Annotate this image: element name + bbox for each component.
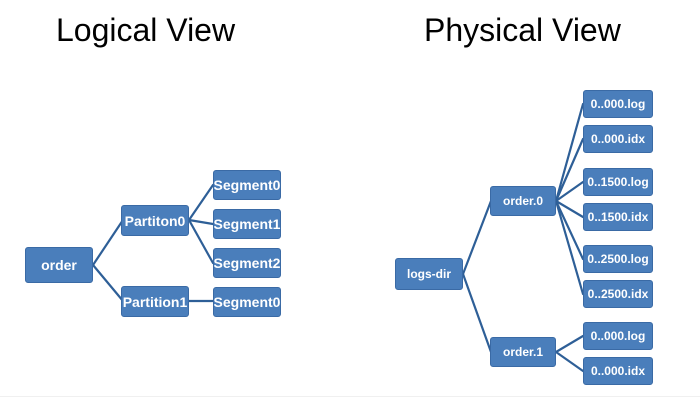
node-file-0-000-idx-b-label: 0..000.idx (590, 364, 646, 378)
node-file-0-000-idx-a[interactable]: 0..000.idx (583, 125, 653, 153)
node-file-0-1500-log-label: 0..1500.log (587, 175, 649, 189)
node-order-0[interactable]: order.0 (490, 186, 556, 216)
node-segment1[interactable]: Segment1 (213, 209, 281, 239)
edge-order0-file-5 (554, 199, 585, 296)
edge-logsdir-order0 (461, 199, 493, 276)
node-segment0-b[interactable]: Segment0 (213, 287, 281, 317)
node-file-0-000-idx-b[interactable]: 0..000.idx (583, 357, 653, 385)
node-file-0-2500-idx-label: 0..2500.idx (587, 287, 649, 301)
edge-order-partiton0 (91, 218, 125, 267)
bottom-divider (0, 396, 700, 397)
node-file-0-2500-log-label: 0..2500.log (587, 252, 649, 266)
edge-order0-file-4 (554, 199, 585, 261)
edge-order0-file-1 (554, 137, 585, 203)
edge-partiton0-segment0 (187, 183, 215, 222)
node-segment2-label: Segment2 (213, 255, 281, 271)
edge-partiton0-segment1 (187, 218, 215, 226)
node-file-0-1500-idx-label: 0..1500.idx (587, 210, 649, 224)
node-file-0-1500-log[interactable]: 0..1500.log (583, 168, 653, 196)
node-file-0-2500-log[interactable]: 0..2500.log (583, 245, 653, 273)
node-order-label: order (41, 257, 77, 273)
node-segment2[interactable]: Segment2 (213, 248, 281, 278)
node-logs-dir-label: logs-dir (407, 267, 451, 281)
node-segment1-label: Segment1 (213, 216, 281, 232)
node-partition1[interactable]: Partition1 (121, 286, 189, 317)
node-order-0-label: order.0 (502, 194, 544, 208)
node-order[interactable]: order (25, 247, 93, 283)
node-partiton0[interactable]: Partiton0 (121, 205, 189, 236)
edge-logsdir-order1 (461, 272, 493, 354)
node-partiton0-label: Partiton0 (124, 212, 186, 229)
physical-view-title: Physical View (424, 12, 621, 48)
node-file-0-000-log-b-label: 0..000.log (590, 329, 646, 343)
node-file-0-000-log-b[interactable]: 0..000.log (583, 322, 653, 350)
node-partition1-label: Partition1 (122, 293, 188, 310)
node-file-0-000-log-a[interactable]: 0..000.log (583, 90, 653, 118)
node-logs-dir[interactable]: logs-dir (395, 258, 463, 290)
node-file-0-000-log-a-label: 0..000.log (590, 97, 646, 111)
edge-order0-file-3 (554, 199, 585, 219)
edge-order0-file-2 (554, 180, 585, 203)
node-order-1-label: order.1 (502, 345, 544, 359)
node-file-0-000-idx-a-label: 0..000.idx (590, 132, 646, 146)
node-order-1[interactable]: order.1 (490, 337, 556, 367)
node-segment0-a[interactable]: Segment0 (213, 170, 281, 200)
node-file-0-1500-idx[interactable]: 0..1500.idx (583, 203, 653, 231)
edge-order1-file-6 (554, 334, 585, 354)
node-segment0-a-label: Segment0 (213, 177, 281, 193)
logical-view-title: Logical View (56, 12, 236, 48)
edge-order0-file-0 (554, 102, 585, 203)
node-segment0-b-label: Segment0 (213, 294, 281, 310)
node-file-0-2500-idx[interactable]: 0..2500.idx (583, 280, 653, 308)
edge-partiton0-segment2 (187, 218, 215, 265)
edge-order-partition1 (91, 263, 125, 303)
edge-order1-file-7 (554, 350, 585, 373)
